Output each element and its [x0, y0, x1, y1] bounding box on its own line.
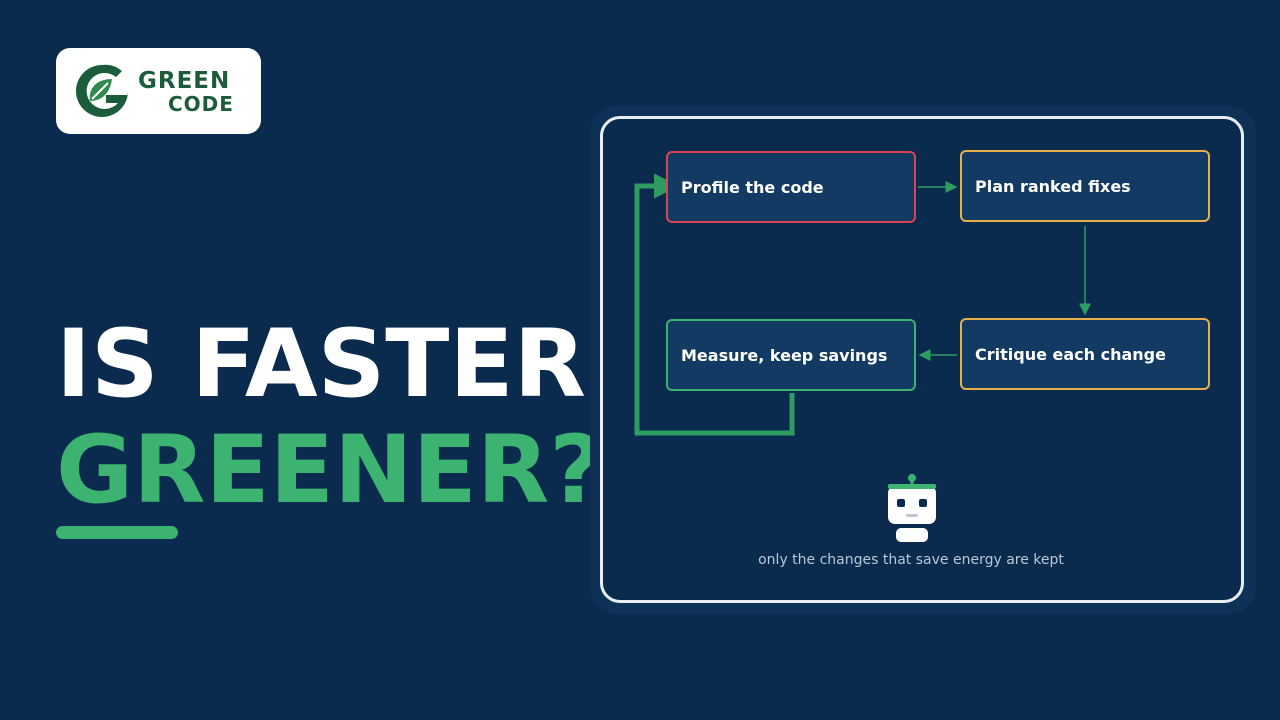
diagram-caption: only the changes that save energy are ke…	[758, 552, 1064, 568]
edge-measure-profile	[634, 173, 795, 436]
robot-icon	[888, 474, 936, 542]
leaf-g-logo-icon	[76, 64, 128, 117]
logo-text-green: GREEN	[138, 68, 231, 94]
green-code-logo: GREEN CODE	[56, 48, 261, 134]
node-critique: Critique each change	[960, 318, 1210, 390]
node-plan: Plan ranked fixes	[960, 150, 1210, 222]
headline-underline	[56, 526, 178, 539]
node-measure: Measure, keep savings	[666, 319, 916, 391]
headline-line-2: GREENER?	[56, 416, 604, 525]
node-profile: Profile the code	[666, 151, 916, 223]
logo-text-code: CODE	[168, 92, 234, 116]
headline-line-1: IS FASTER	[56, 310, 586, 419]
